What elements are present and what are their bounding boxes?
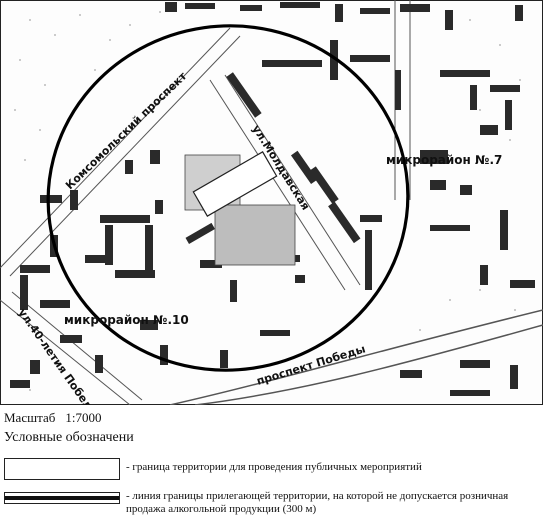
legend-swatch-boundary-line — [4, 492, 120, 504]
label-mkr7: микрорайон №.7 — [386, 153, 502, 167]
legend-swatch-public-area — [4, 458, 120, 480]
legend-title: Условные обозначени — [4, 430, 134, 445]
boundary-300m — [46, 24, 410, 372]
scale-value: 1:7000 — [65, 410, 102, 425]
legend-text-public-area: - граница территории для проведения публ… — [126, 461, 422, 473]
legend-text-boundary-line: - линия границы прилегающей территории, … — [126, 490, 509, 515]
scale-label: Масштаб — [4, 410, 56, 425]
roads — [0, 0, 543, 405]
city-map: Комсомольский проспект ул.Молдавская мик… — [0, 0, 543, 405]
legend-swatch-bar — [5, 496, 119, 500]
central-building — [184, 151, 296, 266]
label-mkr10: микрорайон №.10 — [64, 313, 189, 327]
map-scale: Масштаб 1:7000 — [4, 410, 101, 426]
map-frame — [0, 0, 543, 405]
map-texture — [14, 11, 521, 391]
